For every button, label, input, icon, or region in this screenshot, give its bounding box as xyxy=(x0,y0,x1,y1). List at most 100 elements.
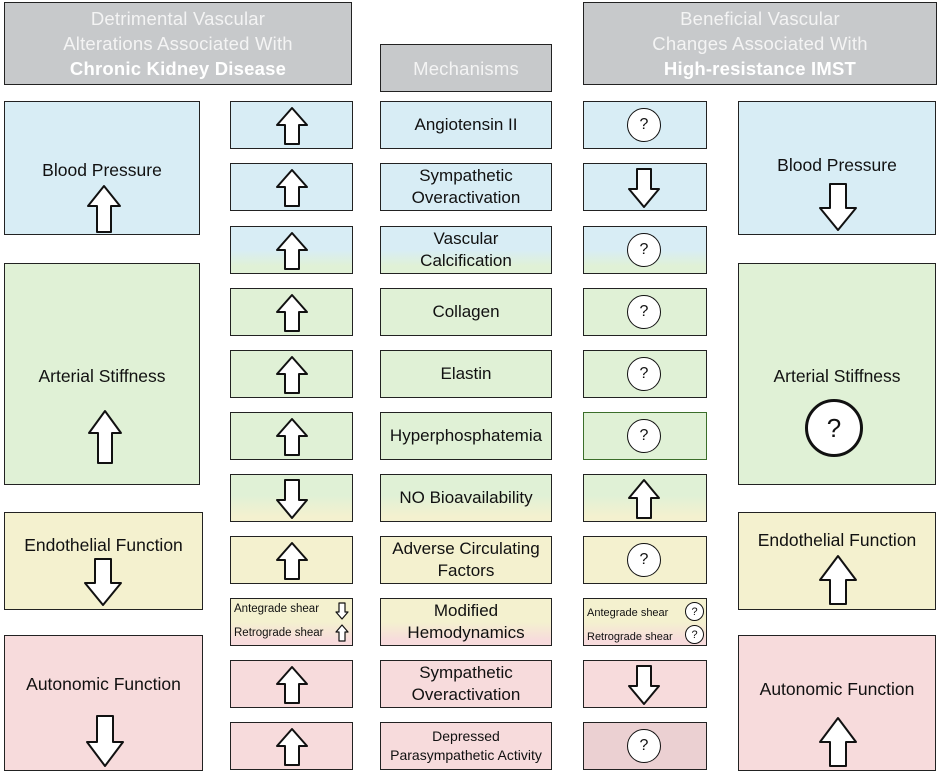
mechanism-line1: Sympathetic xyxy=(419,166,513,185)
imst-endothelial-function-box: Endothelial Function xyxy=(738,512,936,610)
header-imst-line1: Beneficial Vascular xyxy=(680,8,840,29)
question-circle-icon: ? xyxy=(627,543,661,577)
imst-row-hyperphosphatemia: ? xyxy=(583,412,707,460)
imst-row-sympathetic xyxy=(583,163,707,211)
imst-row-parasympathetic: ? xyxy=(583,722,707,770)
arrow-up-icon xyxy=(275,417,309,457)
ckd-blood-pressure-label: Blood Pressure xyxy=(42,160,162,180)
arrow-up-icon xyxy=(86,184,122,234)
arrow-down-icon xyxy=(627,167,661,209)
mechanism-angiotensin-ii: Angiotensin II xyxy=(380,101,552,149)
imst-row-no-bioavailability xyxy=(583,474,707,522)
ckd-row-circulating-factors xyxy=(230,536,353,584)
ckd-row-hyperphosphatemia xyxy=(230,412,353,460)
antegrade-shear-label: Antegrade shear xyxy=(234,603,320,615)
question-mark: ? xyxy=(639,303,649,320)
header-ckd-line1: Detrimental Vascular xyxy=(90,8,266,29)
mechanism-line1: Angiotensin II xyxy=(414,115,518,134)
ckd-endothelial-function-label: Endothelial Function xyxy=(24,535,183,555)
arrow-up-icon xyxy=(275,355,309,395)
arrow-up-icon xyxy=(87,409,123,465)
mechanism-line1: Collagen xyxy=(432,302,500,321)
mechanism-collagen: Collagen xyxy=(380,288,552,336)
mechanism-line2: Overactivation xyxy=(411,188,521,207)
imst-row-sympathetic-2 xyxy=(583,660,707,708)
mechanism-hyperphosphatemia: Hyperphosphatemia xyxy=(380,412,552,460)
ckd-arterial-stiffness-box: Arterial Stiffness xyxy=(4,263,200,485)
question-mark: ? xyxy=(639,737,649,754)
arrow-up-icon xyxy=(627,478,661,520)
question-circle-icon: ? xyxy=(627,357,661,391)
imst-row-hemodynamics: Antegrade shear ? Retrograde shear ? xyxy=(583,598,707,646)
imst-row-elastin: ? xyxy=(583,350,707,398)
mechanism-line1: NO Bioavailability xyxy=(399,488,533,507)
arrow-up-icon xyxy=(275,168,309,208)
question-circle-icon: ? xyxy=(627,233,661,267)
mechanism-line2: Hemodynamics xyxy=(407,623,525,642)
mechanism-elastin: Elastin xyxy=(380,350,552,398)
header-mechanisms-label: Mechanisms xyxy=(413,57,519,79)
question-mark: ? xyxy=(639,241,649,258)
ckd-blood-pressure-box: Blood Pressure xyxy=(4,101,200,235)
ckd-row-calcification xyxy=(230,226,353,274)
header-imst-line3: High-resistance IMST xyxy=(663,58,857,79)
ckd-row-sympathetic-2 xyxy=(230,660,353,708)
arrow-up-icon xyxy=(275,665,309,705)
arrow-up-icon xyxy=(275,541,309,581)
ckd-row-no-bioavailability xyxy=(230,474,353,522)
mechanism-line1: Vascular xyxy=(433,229,499,248)
ckd-row-angiotensin xyxy=(230,101,353,149)
question-mark: ? xyxy=(639,427,649,444)
question-mark: ? xyxy=(639,551,649,568)
retrograde-shear-label: Retrograde shear xyxy=(234,627,324,639)
question-circle-icon: ? xyxy=(627,419,661,453)
question-circle-icon: ? xyxy=(685,602,704,621)
imst-row-angiotensin: ? xyxy=(583,101,707,149)
mechanism-line1: Sympathetic xyxy=(419,663,513,682)
ckd-row-parasympathetic xyxy=(230,722,353,770)
imst-row-calcification: ? xyxy=(583,226,707,274)
question-circle-icon: ? xyxy=(627,729,661,763)
imst-autonomic-function-box: Autonomic Function xyxy=(738,635,936,771)
arrow-down-icon xyxy=(335,602,349,620)
ckd-endothelial-function-box: Endothelial Function xyxy=(4,512,203,610)
arrow-up-icon xyxy=(818,554,858,606)
header-ckd-line3: Chronic Kidney Disease xyxy=(69,58,287,79)
mechanism-line1: Hyperphosphatemia xyxy=(389,426,543,445)
question-circle-icon: ? xyxy=(627,108,661,142)
mechanism-line2: Parasympathetic Activity xyxy=(390,747,542,763)
imst-arterial-stiffness-label: Arterial Stiffness xyxy=(773,366,901,386)
ckd-autonomic-function-label: Autonomic Function xyxy=(26,674,181,694)
question-mark: ? xyxy=(826,412,842,443)
ckd-autonomic-function-box: Autonomic Function xyxy=(4,635,203,771)
arrow-up-icon xyxy=(275,727,309,767)
arrow-down-icon xyxy=(83,557,123,607)
header-ckd-line2: Alterations Associated With xyxy=(63,33,293,54)
arrow-up-icon xyxy=(335,624,349,642)
ckd-row-collagen xyxy=(230,288,353,336)
question-mark: ? xyxy=(691,628,698,641)
header-mechanisms: Mechanisms xyxy=(380,44,552,92)
ckd-row-hemodynamics: Antegrade shear Retrograde shear xyxy=(230,598,353,646)
question-mark: ? xyxy=(639,365,649,382)
antegrade-shear-label: Antegrade shear xyxy=(587,607,669,619)
mechanism-no-bioavailability: NO Bioavailability xyxy=(380,474,552,522)
arrow-down-icon xyxy=(627,664,661,706)
arrow-up-icon xyxy=(275,231,309,271)
mechanism-line1: Elastin xyxy=(440,364,492,383)
ckd-row-sympathetic xyxy=(230,163,353,211)
arrow-down-icon xyxy=(275,478,309,520)
mechanism-line2: Overactivation xyxy=(411,685,521,704)
question-mark: ? xyxy=(639,116,649,133)
mechanism-line1: Depressed xyxy=(432,728,500,744)
header-imst: Beneficial Vascular Changes Associated W… xyxy=(583,2,937,85)
arrow-up-icon xyxy=(275,106,309,146)
mechanism-line1: Modified xyxy=(433,601,499,620)
imst-row-circulating-factors: ? xyxy=(583,536,707,584)
